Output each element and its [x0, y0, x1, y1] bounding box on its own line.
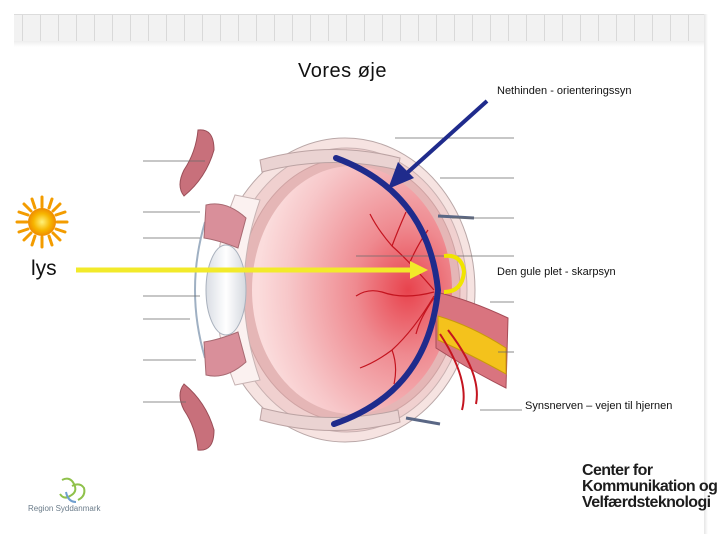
- leader-lines: [143, 137, 522, 411]
- center-logo-line: Velfærdsteknologi: [582, 494, 711, 511]
- sun-icon: [15, 195, 69, 249]
- center-logo-line: Kommunikation og: [582, 478, 718, 495]
- light-label: lys: [31, 257, 57, 280]
- slide-title: Vores øje: [298, 60, 387, 82]
- optic-nerve-label: Synsnerven – vejen til hjernen: [525, 400, 673, 412]
- center-logo: Center for Kommunikation og Velfærdstekn…: [582, 462, 718, 511]
- retina-arc: [331, 155, 442, 427]
- retina-label: Nethinden - orienteringssyn: [497, 85, 632, 97]
- region-logo-icon: [59, 477, 86, 503]
- macula-ring: [443, 253, 467, 294]
- right-edge-strip: [704, 14, 708, 534]
- center-logo-line: Center for: [582, 462, 653, 479]
- retina-pointer-arrow: [388, 99, 489, 189]
- region-logo-text: Region Syddanmark: [28, 504, 101, 513]
- macula-label: Den gule plet - skarpsyn: [497, 266, 616, 278]
- top-decorative-bar: [14, 14, 706, 47]
- light-ray-arrow: [76, 261, 428, 279]
